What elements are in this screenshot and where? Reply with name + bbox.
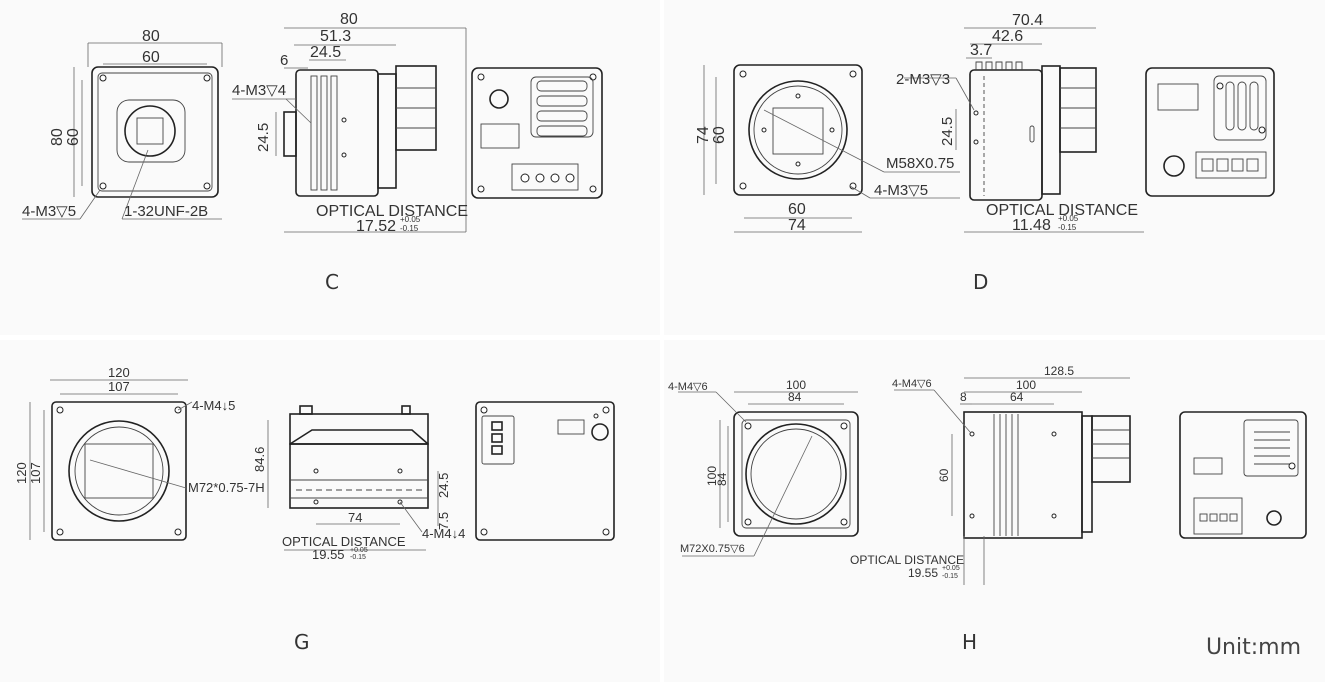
c-side-height: 24.5 xyxy=(255,123,272,152)
drawing-h: 100 84 100 84 4-M4▽6 M72X0.75▽6 128.5 10… xyxy=(668,364,1307,585)
g-side-holes: 4-M4↓4 xyxy=(422,526,465,541)
c-side-holes: 4-M3▽4 xyxy=(232,82,286,99)
back-view-d xyxy=(1145,67,1275,197)
back-view-h xyxy=(1179,411,1307,539)
h-side-holes: 4-M4▽6 xyxy=(892,378,932,390)
g-side-height: 84.6 xyxy=(252,447,267,472)
g-front-height: 120 xyxy=(14,462,29,484)
g-mount-holes: 4-M4↓5 xyxy=(192,398,235,413)
c-side-body: 51.3 xyxy=(320,28,351,45)
d-mount-holes: 4-M3▽5 xyxy=(874,182,928,199)
h-side-flange: 8 xyxy=(960,390,967,404)
unit-label: Unit:mm xyxy=(1205,635,1301,660)
back-view-g xyxy=(475,401,615,541)
panel-c-label: C xyxy=(325,270,339,294)
panel-d-label: D xyxy=(973,270,989,294)
panel-d: 74 60 60 74 M58X0.75 4-M3▽5 70.4 42.6 3.… xyxy=(664,0,1325,335)
front-view-g: 120 107 120 107 4-M4↓5 M72*0.75-7H xyxy=(14,365,265,541)
d-optical-label: OPTICAL DISTANCE xyxy=(986,202,1138,219)
g-tol-plus: +0.05 xyxy=(350,547,368,554)
panel-c: 80 60 80 60 4-M3▽5 1-32UNF-2B 80 51.3 24… xyxy=(0,0,660,335)
g-front-inner-height: 107 xyxy=(28,462,43,484)
g-thread: M72*0.75-7H xyxy=(188,480,265,495)
d-thread: M58X0.75 xyxy=(886,155,954,172)
g-side-pitch: 24.5 xyxy=(436,473,451,498)
side-view-d: 70.4 42.6 3.7 2-M3▽3 24.5 OPTICAL DISTAN… xyxy=(896,12,1144,234)
h-front-height: 100 xyxy=(705,466,719,486)
d-side-body: 42.6 xyxy=(992,28,1023,45)
side-view-h: 128.5 100 64 8 4-M4▽6 60 OPTICAL DISTANC… xyxy=(850,364,1131,585)
h-tol-minus: -0.15 xyxy=(942,573,958,580)
c-optical-label: OPTICAL DISTANCE xyxy=(316,203,468,220)
c-side-total: 80 xyxy=(340,11,358,28)
front-view-d: 74 60 60 74 M58X0.75 4-M3▽5 xyxy=(695,64,960,234)
c-front-width: 80 xyxy=(142,28,160,45)
d-side-holes: 2-M3▽3 xyxy=(896,71,950,88)
h-front-width: 100 xyxy=(786,378,806,392)
panel-g-label: G xyxy=(294,630,310,654)
c-tol-plus: +0.05 xyxy=(400,215,421,224)
c-tol-minus: -0.15 xyxy=(400,224,419,233)
h-side-body: 100 xyxy=(1016,378,1036,392)
h-front-inner-width: 84 xyxy=(788,390,802,404)
drawing-d: 74 60 60 74 M58X0.75 4-M3▽5 70.4 42.6 3.… xyxy=(695,12,1275,234)
d-optical-value: 11.48 xyxy=(1012,217,1051,234)
h-tol-plus: +0.05 xyxy=(942,565,960,572)
g-optical-label: OPTICAL DISTANCE xyxy=(282,534,406,549)
d-side-height: 24.5 xyxy=(939,117,956,146)
drawing-c: 80 60 80 60 4-M3▽5 1-32UNF-2B 80 51.3 24… xyxy=(22,11,603,235)
c-front-height: 80 xyxy=(49,128,66,146)
side-view-c: 80 51.3 24.5 6 4-M3▽4 24.5 OPTICAL DISTA… xyxy=(232,11,468,235)
front-view-h: 100 84 100 84 4-M4▽6 M72X0.75▽6 xyxy=(668,378,859,557)
c-thread: 1-32UNF-2B xyxy=(124,203,208,220)
panel-h: 100 84 100 84 4-M4▽6 M72X0.75▽6 128.5 10… xyxy=(664,340,1325,682)
h-thread: M72X0.75▽6 xyxy=(680,543,745,555)
front-view-c: 80 60 80 60 4-M3▽5 1-32UNF-2B xyxy=(22,28,223,220)
g-tol-minus: -0.15 xyxy=(350,554,366,561)
d-side-flange: 3.7 xyxy=(970,42,992,59)
c-optical-value: 17.52 xyxy=(356,218,396,235)
h-optical-value: 19.55 xyxy=(908,566,938,580)
h-side-inner: 64 xyxy=(1010,390,1024,404)
d-tol-minus: -0.15 xyxy=(1058,223,1077,232)
c-front-inner-height: 60 xyxy=(65,128,82,146)
g-optical-value: 19.55 xyxy=(312,547,345,562)
d-tol-plus: +0.05 xyxy=(1058,214,1079,223)
panel-g: 120 107 120 107 4-M4↓5 M72*0.75-7H 84.6 … xyxy=(0,340,660,682)
h-side-height: 60 xyxy=(937,468,951,482)
c-side-step: 24.5 xyxy=(310,44,341,61)
d-front-inner-width: 60 xyxy=(788,201,806,218)
d-front-inner-height: 60 xyxy=(711,126,728,144)
back-view-c xyxy=(471,67,603,199)
g-front-width: 120 xyxy=(108,365,130,380)
d-side-total: 70.4 xyxy=(1012,12,1043,29)
h-side-total: 128.5 xyxy=(1044,364,1074,378)
h-optical-label: OPTICAL DISTANCE xyxy=(850,553,964,567)
h-front-inner-height: 84 xyxy=(715,472,729,486)
d-front-width: 74 xyxy=(788,217,806,234)
side-view-g: 84.6 24.5 7.5 74 4-M4↓4 OPTICAL DISTANCE… xyxy=(252,405,465,562)
drawing-g: 120 107 120 107 4-M4↓5 M72*0.75-7H 84.6 … xyxy=(14,365,615,562)
h-mount-holes: 4-M4▽6 xyxy=(668,381,708,393)
g-side-bottom: 7.5 xyxy=(436,512,451,530)
c-side-flange: 6 xyxy=(280,52,288,69)
d-front-height: 74 xyxy=(695,126,712,144)
panel-h-label: H xyxy=(962,630,978,654)
g-front-inner-width: 107 xyxy=(108,379,130,394)
g-side-width: 74 xyxy=(348,510,362,525)
c-mount-holes: 4-M3▽5 xyxy=(22,203,76,220)
c-front-inner-width: 60 xyxy=(142,49,160,66)
